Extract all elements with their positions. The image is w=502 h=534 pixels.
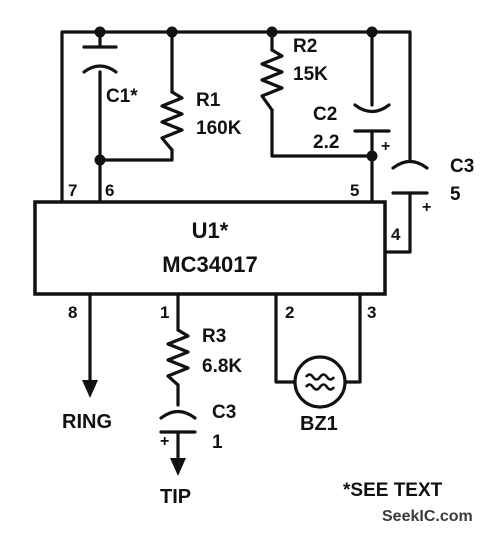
capacitor-c3-top: C3 5 + [391, 156, 474, 216]
capacitor-c2: C2 2.2 + [313, 103, 391, 155]
c3-top-value: 5 [450, 184, 461, 205]
pin-numbers: 7 6 5 4 8 1 2 3 [68, 181, 401, 322]
ic-ref: U1* [192, 218, 229, 243]
c3-top-ref: C3 [450, 156, 474, 177]
r2-ref: R2 [293, 36, 317, 57]
c3-bottom-ref: C3 [212, 402, 236, 423]
r3-ref: R3 [202, 326, 226, 347]
buzzer-bz1: BZ1 [274, 292, 362, 435]
tip-label: TIP [160, 486, 191, 508]
resistor-r2: R2 15K [260, 36, 328, 112]
c3-bottom-polarity: + [160, 433, 169, 450]
c3-bottom-value: 1 [212, 432, 223, 453]
junction-dots [94, 26, 378, 166]
ring-terminal: RING [62, 292, 112, 433]
ic-u1: U1* MC34017 [33, 200, 387, 296]
c1-ref: C1* [106, 86, 138, 107]
footnote: *SEE TEXT [343, 480, 443, 501]
pin-1: 1 [160, 303, 169, 322]
r1-value: 160K [196, 118, 242, 139]
pin-6: 6 [105, 181, 114, 200]
c3-top-polarity: + [422, 199, 431, 216]
pin-7: 7 [68, 181, 77, 200]
pin-4: 4 [391, 225, 401, 244]
resistor-r3: R3 6.8K [166, 292, 242, 407]
c2-value: 2.2 [313, 132, 339, 153]
ring-label: RING [62, 411, 112, 433]
capacitor-c3-bottom: C3 1 + TIP [159, 402, 236, 508]
capacitor-c1: C1* [82, 45, 138, 107]
bz1-ref: BZ1 [300, 413, 338, 435]
r2-value: 15K [293, 64, 328, 85]
ic-part-number: MC34017 [162, 252, 257, 277]
pin-8: 8 [68, 303, 77, 322]
r1-ref: R1 [196, 90, 221, 111]
c2-polarity: + [381, 138, 390, 155]
pin-5: 5 [350, 181, 359, 200]
watermark: SeekIC.com [382, 508, 473, 525]
c2-ref: C2 [313, 104, 337, 125]
resistor-r1: R1 160K [160, 90, 242, 152]
pin-2: 2 [285, 303, 294, 322]
pin-3: 3 [367, 303, 376, 322]
r3-value: 6.8K [202, 356, 242, 377]
